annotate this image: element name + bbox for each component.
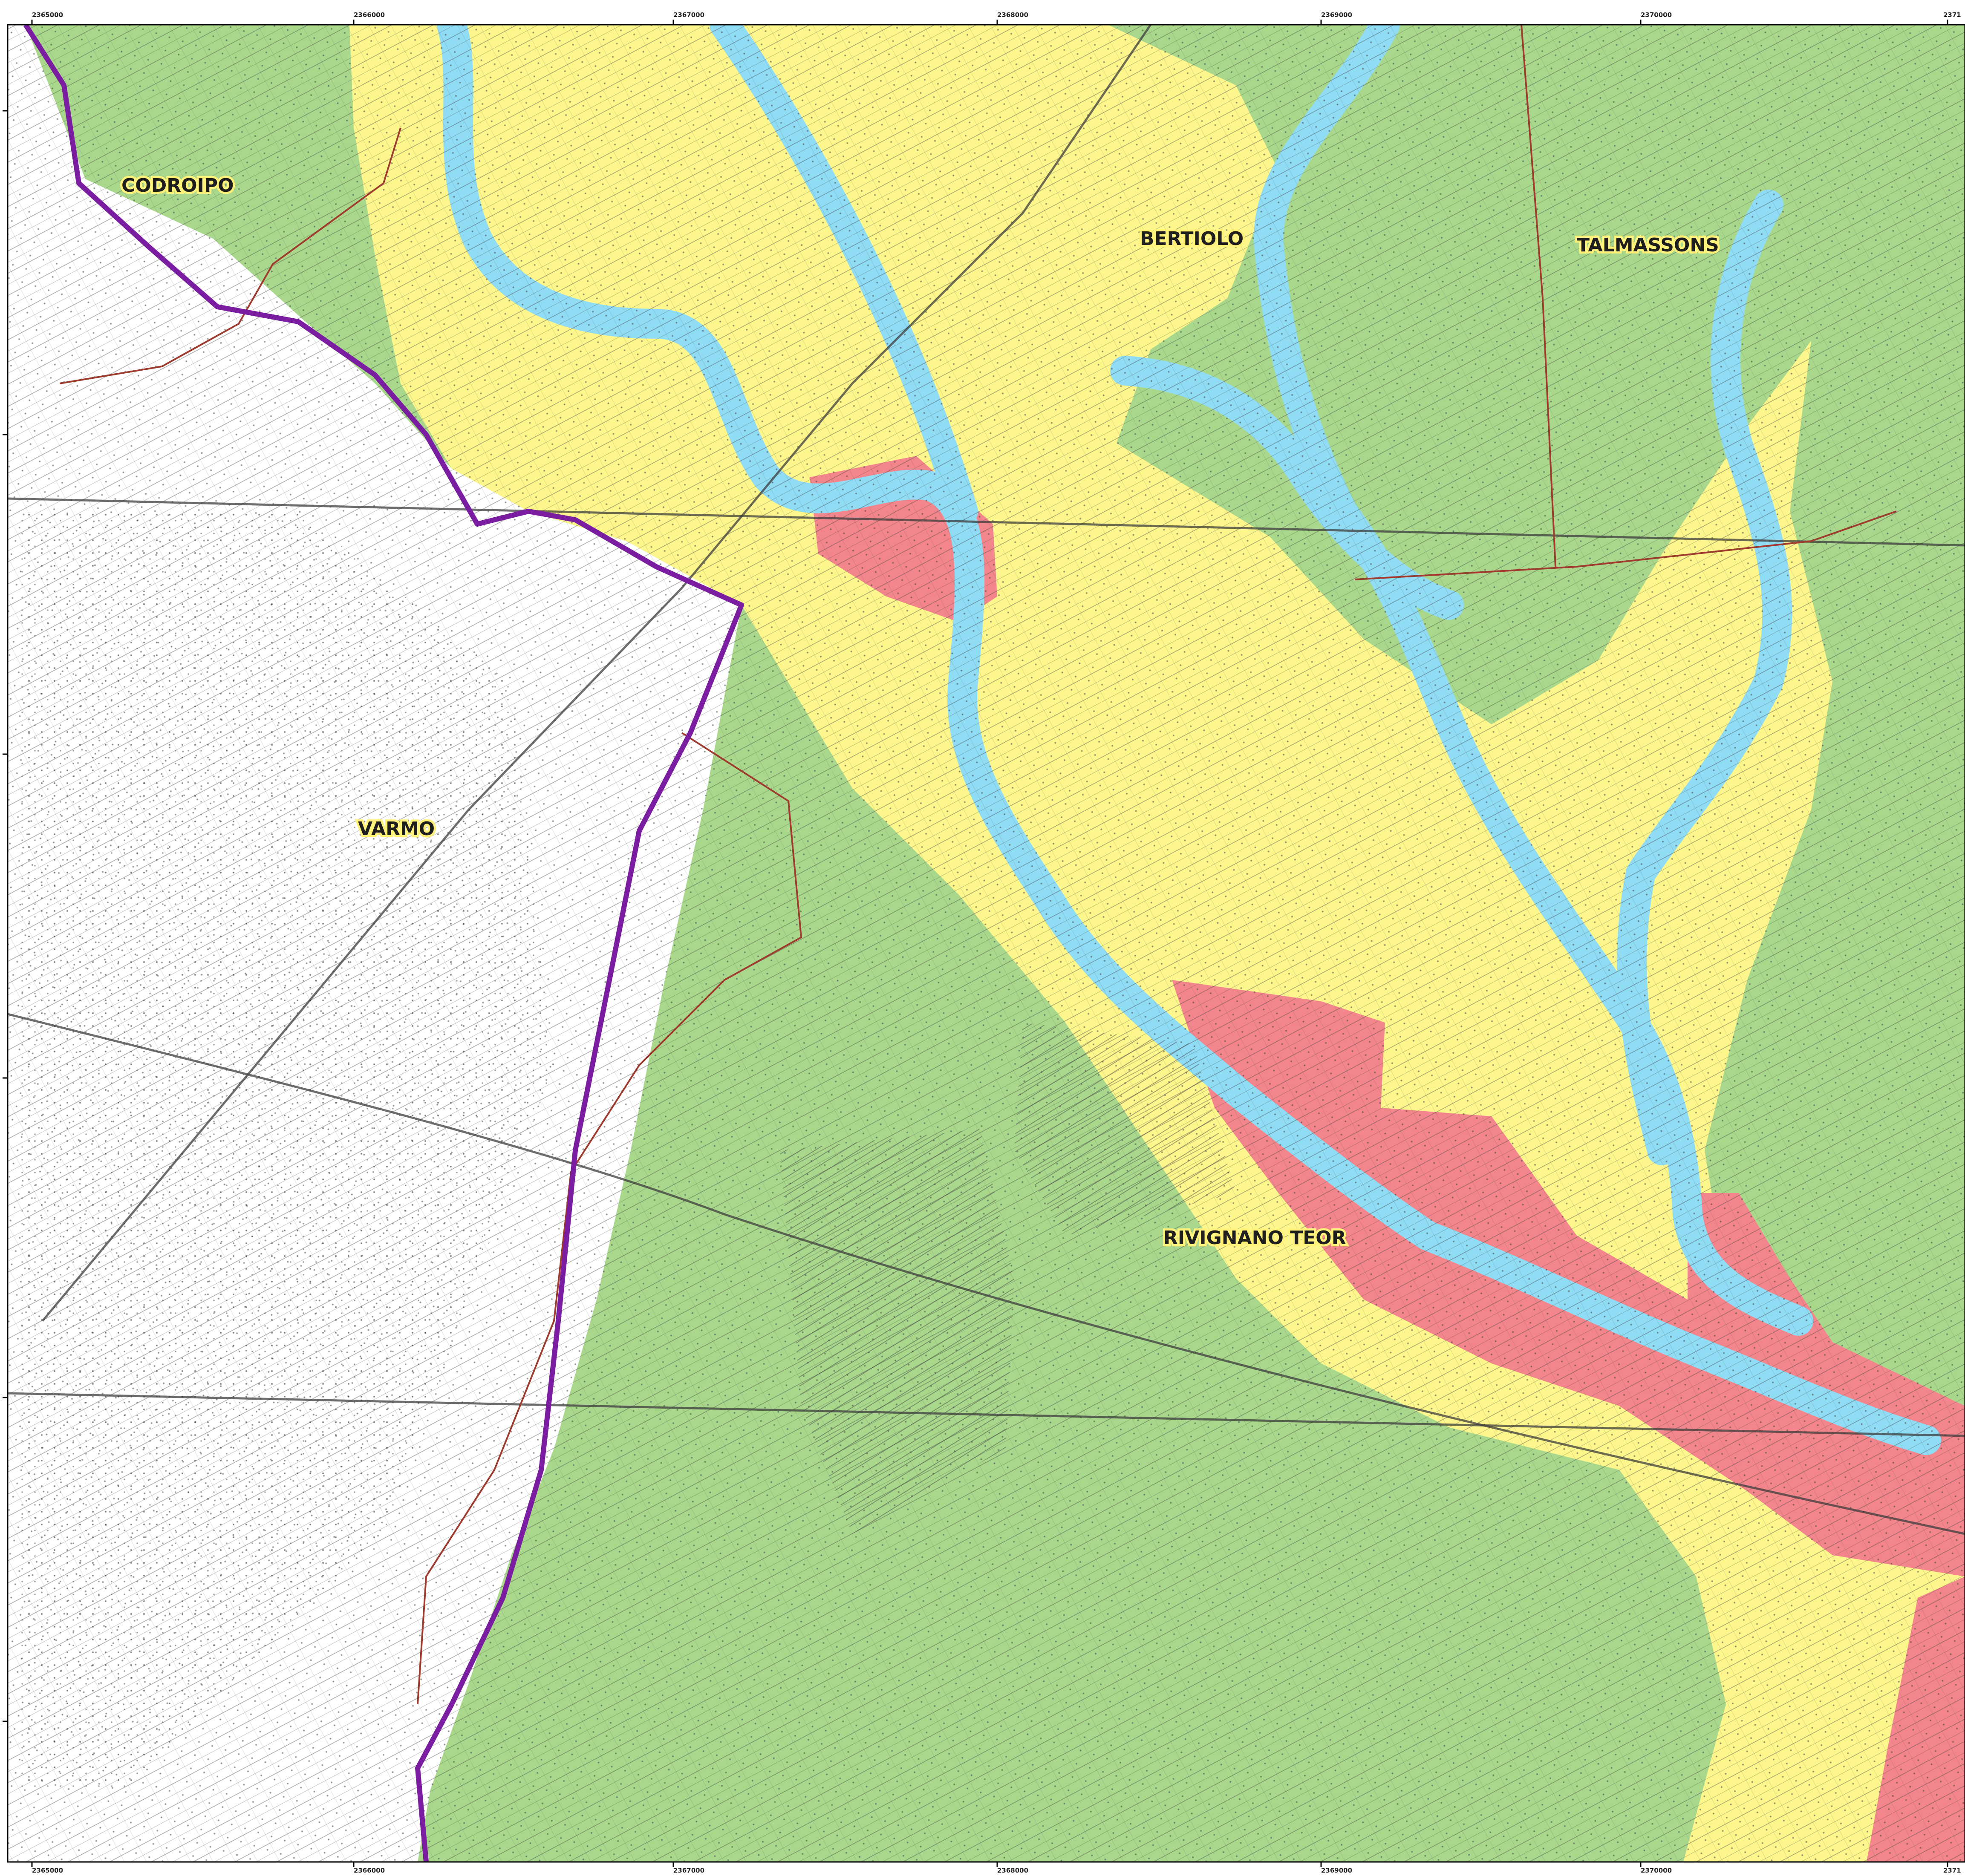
place-label-bertiolo: BERTIOLO <box>1140 228 1244 250</box>
place-label-codroipo: CODROIPO <box>121 175 234 196</box>
built-up-area <box>780 1129 1014 1534</box>
grid-label: 2370000 <box>1641 11 1672 19</box>
grid-label: 2370000 <box>1641 1867 1672 1874</box>
grid-ticks <box>3 20 1948 1867</box>
grid-label: 2369000 <box>1321 1867 1352 1874</box>
grid-label: 2369000 <box>1321 11 1352 19</box>
minor-boundary <box>417 732 802 1705</box>
minor-boundary <box>1355 510 1897 580</box>
road <box>8 497 1965 547</box>
grid-label: 2366000 <box>354 1867 385 1874</box>
place-label-rivignano-teor: RIVIGNANO TEOR <box>1163 1227 1346 1249</box>
minor-boundary <box>59 127 401 384</box>
grid-label: 2371 <box>1943 1867 1961 1874</box>
road <box>42 25 1152 1322</box>
grid-label: 2368000 <box>997 1867 1028 1874</box>
grid-label: 2365000 <box>32 1867 63 1874</box>
vineyard-dots <box>17 511 554 1790</box>
grid-label: 2371 <box>1943 11 1961 19</box>
grid-label: 2366000 <box>354 11 385 19</box>
built-up-area <box>1014 1023 1236 1236</box>
grid-labels-bottom: 2365000 2366000 2367000 2368000 2369000 … <box>32 1867 1961 1874</box>
map-frame <box>7 24 1965 1863</box>
place-label-talmassons: TALMASSONS <box>1577 234 1719 256</box>
place-label-varmo: VARMO <box>358 818 435 840</box>
grid-label: 2367000 <box>673 11 704 19</box>
minor-boundary <box>1521 25 1556 567</box>
grid-label: 2367000 <box>673 1867 704 1874</box>
grid-label: 2365000 <box>32 11 63 19</box>
grid-label: 2368000 <box>997 11 1028 19</box>
road <box>8 1013 1965 1535</box>
grid-labels-top: 2365000 2366000 2367000 2368000 2369000 … <box>32 11 1961 19</box>
municipal-boundary <box>23 25 744 1862</box>
